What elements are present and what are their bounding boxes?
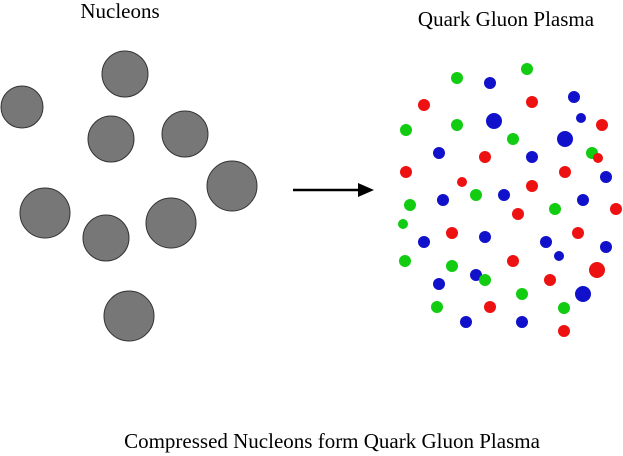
blue-particle-22 <box>437 194 449 206</box>
blue-particle-52 <box>576 113 586 123</box>
green-particle-42 <box>516 288 528 300</box>
red-particle-28 <box>512 208 524 220</box>
green-particle-10 <box>507 133 519 145</box>
red-particle-17 <box>400 166 412 178</box>
blue-particle-41 <box>433 278 445 290</box>
red-particle-27 <box>610 203 622 215</box>
green-particle-46 <box>558 302 570 314</box>
blue-particle-38 <box>470 269 482 281</box>
blue-particle-13 <box>433 147 445 159</box>
nucleon-2 <box>101 50 149 98</box>
nucleon-3 <box>87 115 135 163</box>
green-particle-36 <box>446 260 458 272</box>
blue-particle-48 <box>516 316 528 328</box>
nucleon-8 <box>145 197 197 249</box>
red-particle-12 <box>596 119 608 131</box>
nucleon-1 <box>0 85 44 129</box>
blue-particle-9 <box>486 113 502 129</box>
blue-particle-11 <box>557 131 573 147</box>
nucleon-7 <box>82 214 130 262</box>
red-particle-40 <box>589 262 605 278</box>
green-particle-21 <box>404 199 416 211</box>
qgp-title: Quark Gluon Plasma <box>418 7 595 31</box>
red-particle-14 <box>479 151 491 163</box>
green-particle-8 <box>451 119 463 131</box>
red-particle-37 <box>507 255 519 267</box>
blue-particle-31 <box>479 231 491 243</box>
blue-particle-29 <box>418 236 430 248</box>
green-particle-25 <box>549 203 561 215</box>
blue-particle-47 <box>460 316 472 328</box>
green-particle-35 <box>399 255 411 267</box>
green-particle-44 <box>431 301 443 313</box>
blue-particle-43 <box>575 286 591 302</box>
diagram-caption: Compressed Nucleons form Quark Gluon Pla… <box>124 429 541 453</box>
red-particle-5 <box>526 96 538 108</box>
red-particle-20 <box>526 180 538 192</box>
blue-particle-19 <box>600 171 612 183</box>
nucleon-5 <box>206 160 258 212</box>
green-particle-1 <box>451 72 463 84</box>
red-particle-45 <box>484 301 496 313</box>
red-particle-18 <box>559 166 571 178</box>
red-particle-4 <box>418 99 430 111</box>
red-particle-49 <box>558 325 570 337</box>
nucleon-group <box>0 50 258 342</box>
green-particle-23 <box>470 189 482 201</box>
red-particle-39 <box>544 274 556 286</box>
blue-particle-32 <box>540 236 552 248</box>
blue-particle-34 <box>600 241 612 253</box>
nucleon-9 <box>103 290 155 342</box>
red-particle-51 <box>593 153 603 163</box>
transition-arrow <box>293 183 374 197</box>
green-particle-3 <box>521 63 533 75</box>
blue-particle-24 <box>498 189 510 201</box>
nucleon-6 <box>19 187 71 239</box>
red-particle-33 <box>572 227 584 239</box>
blue-particle-2 <box>484 77 496 89</box>
arrow-head-icon <box>358 183 374 197</box>
red-particle-30 <box>446 227 458 239</box>
blue-particle-54 <box>554 251 564 261</box>
green-particle-7 <box>400 124 412 136</box>
green-particle-50 <box>479 274 491 286</box>
red-particle-55 <box>457 177 467 187</box>
nucleons-title: Nucleons <box>80 0 159 23</box>
quark-gluon-particle-group <box>398 63 622 337</box>
green-particle-53 <box>398 219 408 229</box>
nucleon-4 <box>161 110 209 158</box>
blue-particle-26 <box>577 194 589 206</box>
blue-particle-15 <box>526 151 538 163</box>
blue-particle-6 <box>568 91 580 103</box>
